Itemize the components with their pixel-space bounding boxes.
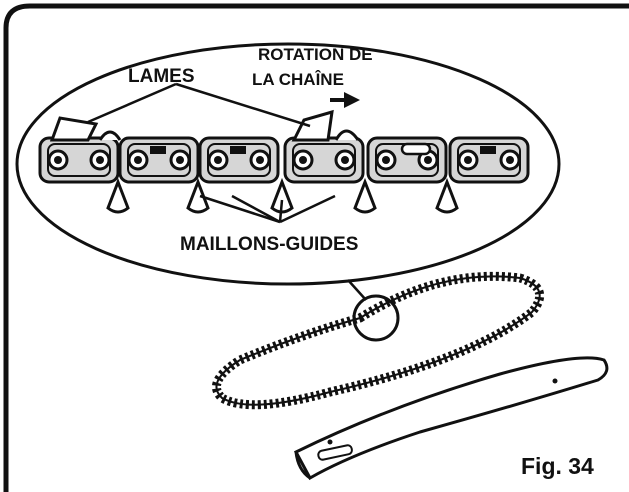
page-frame: [3, 3, 629, 492]
cutter-blade: [49, 116, 99, 142]
label-rotation-line2: LA CHAÎNE: [252, 70, 344, 89]
maillons-guides-leaders: [199, 194, 336, 224]
label-lames: LAMES: [128, 66, 195, 87]
label-rotation-line1: ROTATION DE: [258, 45, 373, 64]
lames-leaders: [87, 82, 311, 128]
label-maillons-guides: MAILLONS-GUIDES: [180, 234, 358, 255]
cutter-blade: [291, 109, 334, 142]
figure-number: Fig. 34: [521, 453, 594, 479]
saw-chain-loop: [212, 271, 545, 410]
rotation-arrow: [330, 92, 360, 108]
guide-bar: [293, 356, 609, 481]
magnifier-connector: [347, 279, 367, 301]
chain-closeup: [38, 109, 530, 214]
